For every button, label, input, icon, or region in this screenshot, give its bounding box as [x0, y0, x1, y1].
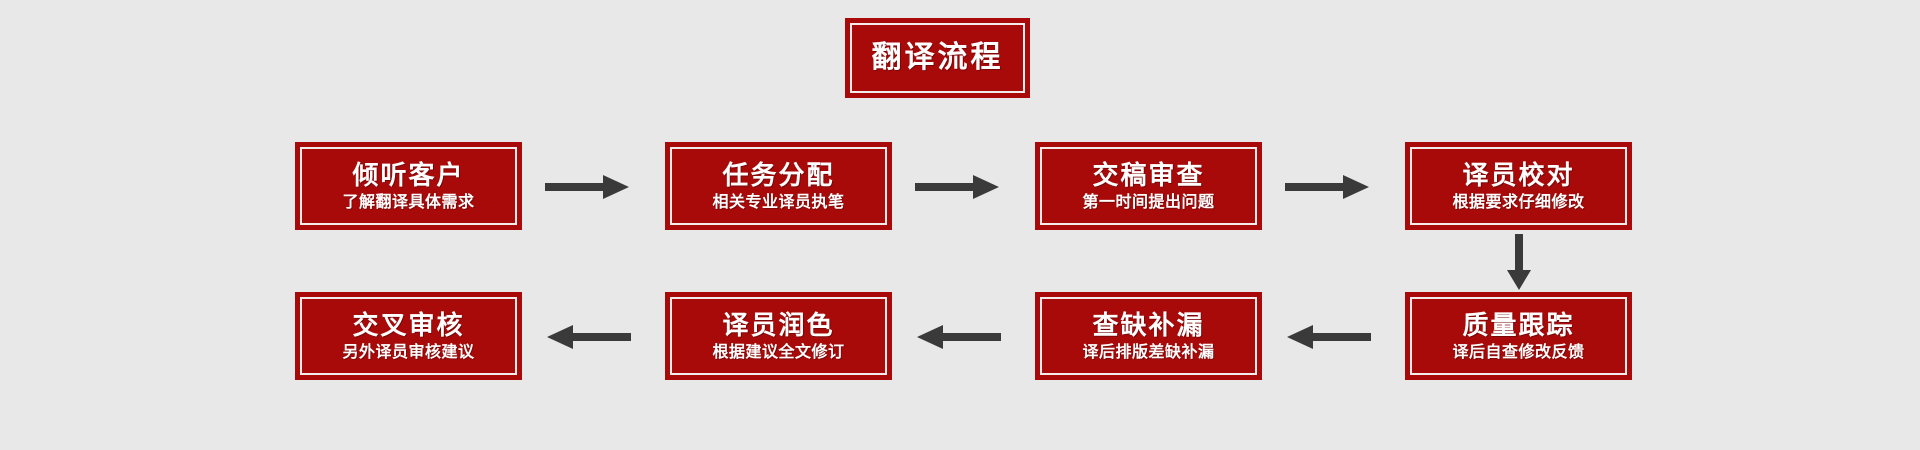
step-subtitle: 根据要求仔细修改 [1452, 193, 1585, 211]
step-box-5: 质量跟踪 译后自查修改反馈 [1405, 292, 1632, 380]
step-title: 交叉审核 [352, 310, 465, 341]
step-box-1: 倾听客户 了解翻译具体需求 [295, 142, 522, 230]
arrow-left-icon [543, 320, 633, 354]
step-subtitle: 相关专业译员执笔 [712, 193, 845, 211]
arrow-right-icon [1283, 170, 1373, 204]
step-box-8: 交叉审核 另外译员审核建议 [295, 292, 522, 380]
step-box-3: 交稿审查 第一时间提出问题 [1035, 142, 1262, 230]
step-subtitle: 译后排版差缺补漏 [1082, 343, 1215, 361]
arrow-left-icon [1283, 320, 1373, 354]
arrow-left-icon [913, 320, 1003, 354]
arrow-right-icon [913, 170, 1003, 204]
step-title: 倾听客户 [352, 160, 465, 191]
step-title: 交稿审查 [1092, 160, 1205, 191]
arrow-down-icon [1502, 232, 1536, 294]
step-box-6: 查缺补漏 译后排版差缺补漏 [1035, 292, 1262, 380]
step-title: 任务分配 [722, 160, 835, 191]
step-subtitle: 第一时间提出问题 [1082, 193, 1215, 211]
step-title: 质量跟踪 [1462, 310, 1575, 341]
step-title: 查缺补漏 [1092, 310, 1205, 341]
step-subtitle: 根据建议全文修订 [712, 343, 845, 361]
step-subtitle: 另外译员审核建议 [342, 343, 475, 361]
step-subtitle: 了解翻译具体需求 [342, 193, 475, 211]
diagram-title: 翻译流程 [871, 41, 1004, 75]
step-box-2: 任务分配 相关专业译员执笔 [665, 142, 892, 230]
step-box-7: 译员润色 根据建议全文修订 [665, 292, 892, 380]
step-title: 译员校对 [1462, 160, 1575, 191]
step-subtitle: 译后自查修改反馈 [1452, 343, 1585, 361]
diagram-title-box: 翻译流程 [845, 18, 1030, 98]
arrow-right-icon [543, 170, 633, 204]
step-title: 译员润色 [722, 310, 835, 341]
step-box-4: 译员校对 根据要求仔细修改 [1405, 142, 1632, 230]
